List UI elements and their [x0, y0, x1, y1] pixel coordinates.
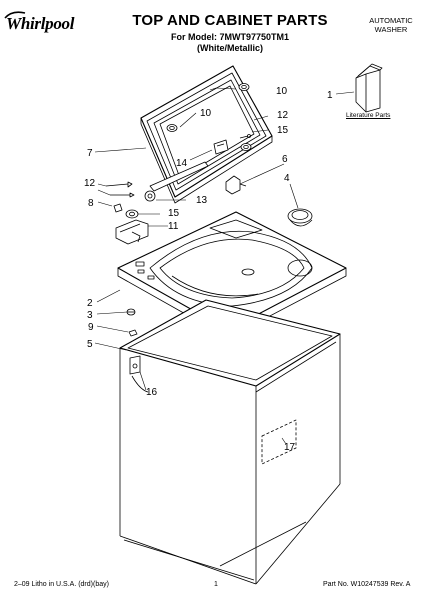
product-type-line1: AUTOMATIC [369, 16, 413, 25]
lid-part [140, 65, 273, 204]
whirlpool-swirl-icon [4, 11, 26, 19]
callout-15-left: 15 [168, 208, 180, 219]
page-title: TOP AND CABINET PARTS [132, 12, 328, 29]
callout-3: 3 [87, 310, 93, 321]
callout-8: 8 [88, 198, 94, 209]
model-line: For Model: 7MWT97750TM1 [170, 32, 289, 42]
page-number: 1 [214, 581, 218, 588]
callout-13: 13 [196, 195, 208, 206]
hinge-assembly-part [105, 181, 156, 245]
top-clip-part [126, 308, 138, 337]
callout-15-right: 15 [277, 125, 289, 136]
callout-2: 2 [87, 298, 93, 309]
model-info: For Model: 7MWT97750TM1 (White/Metallic) [130, 32, 330, 54]
callout-1: 1 [327, 90, 333, 101]
brand-logo: Whirlpool [6, 14, 75, 33]
callout-14: 14 [176, 158, 188, 169]
callout-6: 6 [282, 154, 288, 165]
callout-17: 17 [284, 442, 296, 453]
lid-switch-part [225, 175, 247, 195]
litho-note: 2–09 Litho in U.S.A. (drd)(bay) [14, 581, 109, 588]
lid-bumper-part [166, 83, 250, 132]
callout-4: 4 [284, 173, 290, 184]
cabinet-part [119, 299, 341, 585]
product-type: AUTOMATIC WASHER [352, 16, 430, 34]
callout-12-right: 12 [277, 110, 289, 121]
callout-7: 7 [87, 148, 93, 159]
product-type-line2: WASHER [374, 25, 408, 34]
callout-5: 5 [87, 339, 93, 350]
callout-12-left: 12 [84, 178, 96, 189]
literature-booklet-part [355, 63, 383, 113]
callout-10-top: 10 [276, 86, 288, 97]
callout-10-lid: 10 [200, 108, 212, 119]
part-number: Part No. W10247539 Rev. A [323, 581, 411, 588]
color-line: (White/Metallic) [196, 43, 263, 53]
lid-hinge-screws-part [213, 134, 252, 155]
callout-11: 11 [168, 221, 179, 232]
callout-16: 16 [146, 387, 158, 398]
bleach-dispenser-part [287, 208, 313, 227]
leader-lines [94, 87, 355, 445]
literature-parts-label: Literature Parts [346, 112, 391, 119]
callout-9: 9 [88, 322, 94, 333]
